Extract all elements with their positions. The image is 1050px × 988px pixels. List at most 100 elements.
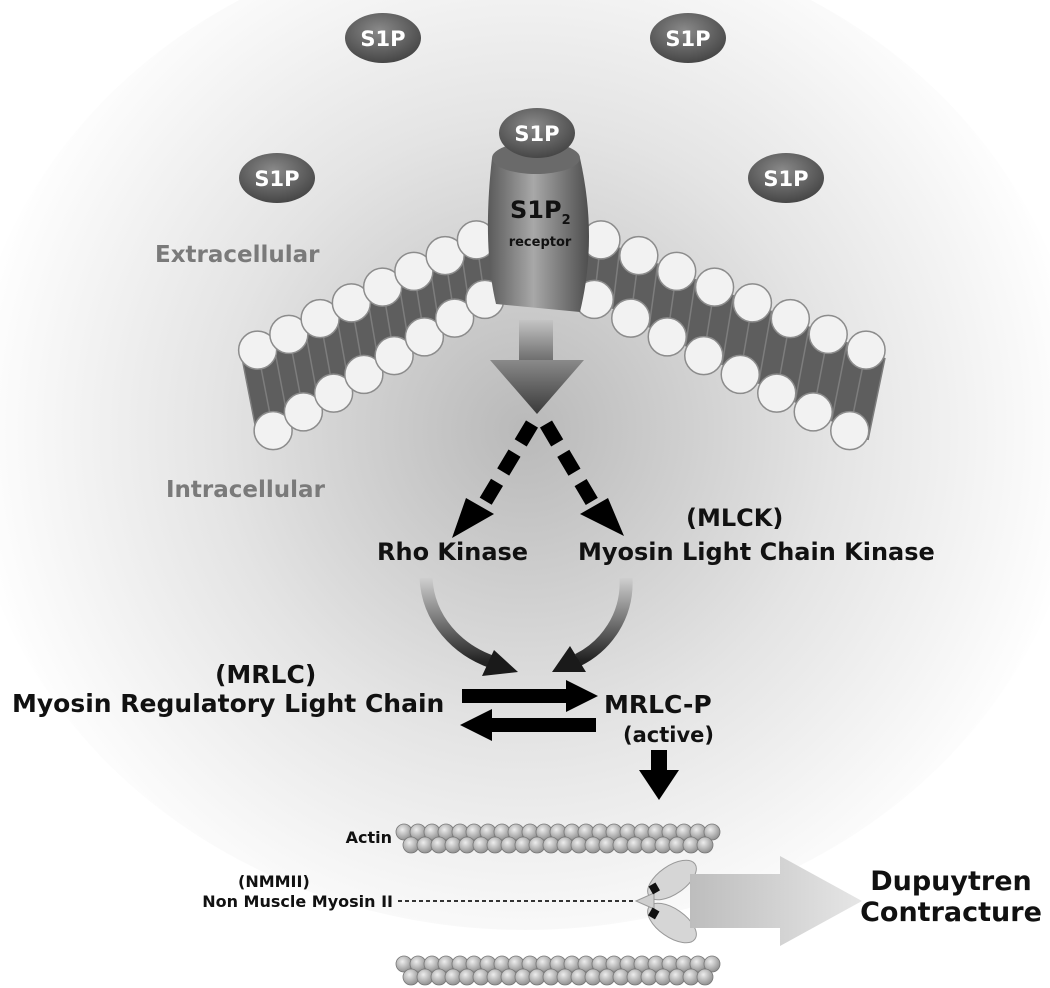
mrlc-abbr-label: (MRLC)	[215, 660, 316, 689]
lipid-head-inner	[830, 410, 870, 451]
actin-bead	[703, 823, 721, 841]
lipid-head-inner	[253, 410, 293, 451]
actin-bead	[542, 836, 560, 854]
lipid-head-outer	[656, 251, 697, 292]
lipid-head-inner	[283, 392, 324, 432]
receptor-sublabel: receptor	[509, 235, 572, 250]
mlck-abbr-label: (MLCK)	[686, 504, 783, 532]
actin-filament-top	[395, 823, 721, 854]
lipid-head-inner	[684, 335, 724, 376]
lipid-tail	[830, 342, 848, 422]
lipid-head-inner	[374, 335, 414, 376]
actin-bead	[584, 836, 602, 854]
actin-bead	[570, 968, 588, 986]
lipid-head-outer	[808, 314, 848, 355]
actin-bead	[668, 968, 686, 986]
s1p-ligand-2: S1P	[650, 13, 726, 63]
lipid-tail	[867, 357, 886, 441]
actin-bead	[542, 968, 560, 986]
lipid-head-outer	[237, 330, 278, 370]
lipid-tail	[721, 294, 735, 366]
actin-bead	[654, 968, 672, 986]
lipid-head-inner	[720, 354, 760, 395]
curved-arrow-rho-to-mrlc	[419, 577, 518, 676]
lipid-head-outer	[362, 267, 403, 307]
actin-bead	[514, 968, 532, 986]
actin-bead	[556, 836, 574, 854]
actin-bead	[703, 955, 721, 973]
actin-bead	[556, 968, 574, 986]
actin-bead	[598, 836, 616, 854]
actin-bead	[500, 968, 518, 986]
membrane-tail-band	[576, 232, 885, 440]
rho-kinase-label: Rho Kinase	[377, 538, 528, 566]
actin-bead	[584, 968, 602, 986]
actin-bead	[612, 968, 630, 986]
actin-bead	[612, 836, 630, 854]
s1p-ligand-bound: S1P	[499, 108, 575, 158]
receptor-label: S1P2	[510, 196, 571, 228]
membrane-tail-band	[242, 232, 500, 440]
svg-text:S1P: S1P	[665, 27, 710, 51]
actin-bead	[514, 836, 532, 854]
lipid-head-outer	[846, 330, 886, 370]
actin-bead	[682, 836, 700, 854]
actin-bead	[682, 968, 700, 986]
lipid-head-inner	[647, 317, 687, 357]
outcome-line1: Dupuytren	[870, 866, 1032, 897]
actin-bead	[570, 836, 588, 854]
lipid-head-outer	[331, 283, 372, 323]
s1p-ligand-3: S1P	[239, 153, 315, 203]
svg-text:S1P: S1P	[360, 27, 405, 51]
lipid-head-outer	[619, 235, 659, 276]
actin-bead	[528, 968, 546, 986]
lipid-bilayer-membrane	[237, 220, 886, 451]
lipid-head-inner	[404, 317, 445, 357]
lipid-head-inner	[793, 392, 833, 432]
signal-triangle	[490, 360, 584, 414]
actin-filament-bottom	[395, 955, 721, 986]
lipid-head-outer	[694, 267, 735, 307]
nmmii-abbr-label: (NMMII)	[238, 872, 310, 891]
s1p-ligand-1: S1P	[345, 13, 421, 63]
contraction-arrow	[690, 856, 862, 946]
lipid-head-outer	[269, 314, 309, 355]
lipid-head-outer	[394, 251, 434, 292]
extracellular-label: Extracellular	[155, 242, 320, 268]
nmmii-label: Non Muscle Myosin II	[202, 892, 393, 911]
actin-label: Actin	[346, 828, 392, 847]
actin-bead	[696, 968, 714, 986]
mrlc-p-label: MRLC-P	[604, 690, 712, 719]
lipid-tail	[684, 279, 697, 347]
s1p2-receptor: S1P2 receptor	[487, 142, 589, 312]
lipid-head-outer	[770, 298, 811, 339]
actin-bead	[668, 836, 686, 854]
outcome-line2: Contracture	[860, 897, 1042, 928]
lipid-head-inner	[434, 298, 475, 338]
dashed-arrow-to-mlck	[539, 420, 624, 536]
lipid-head-outer	[425, 235, 465, 276]
actin-bead	[654, 836, 672, 854]
lipid-tail	[648, 263, 659, 328]
dashed-arrow-to-rho-kinase	[452, 420, 539, 538]
svg-text:S1P: S1P	[514, 122, 559, 146]
forward-phosphorylation-arrow	[462, 680, 598, 712]
myosin-filament	[398, 859, 697, 944]
mlck-label: Myosin Light Chain Kinase	[578, 538, 935, 566]
actin-bead	[696, 836, 714, 854]
intracellular-label: Intracellular	[166, 477, 326, 503]
mrlc-label: Myosin Regulatory Light Chain	[12, 689, 444, 718]
actin-bead	[626, 836, 644, 854]
actin-bead	[528, 836, 546, 854]
mrlc-p-active-label: (active)	[623, 723, 714, 747]
svg-text:S1P: S1P	[763, 167, 808, 191]
actin-bead	[500, 836, 518, 854]
lipid-head-inner	[344, 354, 384, 395]
lipid-head-inner	[757, 373, 797, 413]
down-arrow-to-filament	[639, 750, 679, 800]
s1p-ligand-4: S1P	[748, 153, 824, 203]
lipid-tail	[757, 310, 773, 384]
background-glow-center	[0, 0, 1050, 930]
actin-bead	[598, 968, 616, 986]
